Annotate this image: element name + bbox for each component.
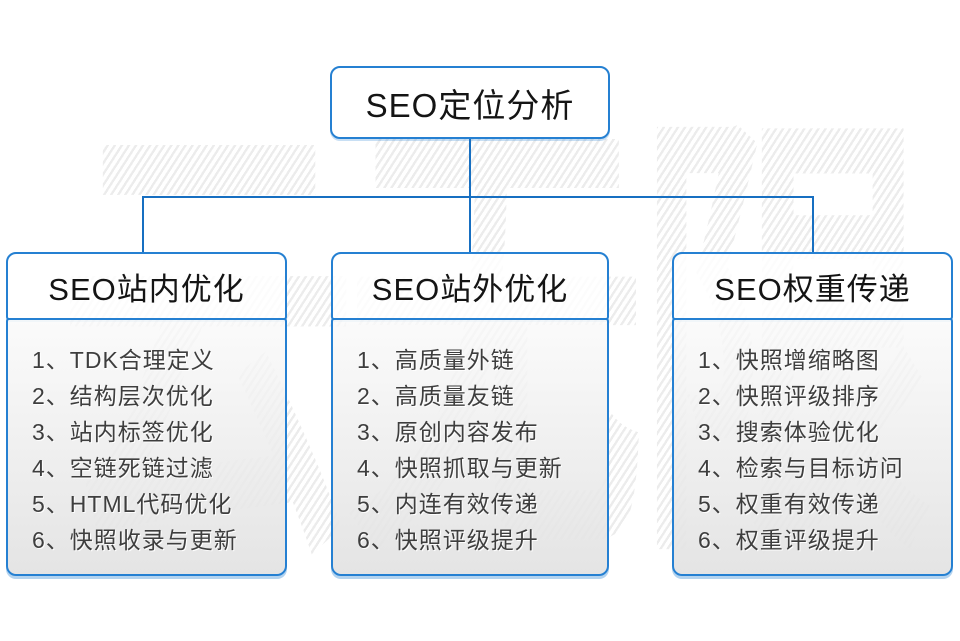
branch-item-list-weight: 1、快照增缩略图 2、快照评级排序 3、搜索体验优化 4、检索与目标访问 5、权重有效传… [672,318,953,576]
branch-title: SEO站内优化 [48,271,245,307]
branch-header-weight: SEO权重传递 [672,252,953,320]
list-item: 4、空链死链过滤 [32,455,214,481]
connector-right-drop-line [812,196,814,252]
branch-title: SEO权重传递 [714,271,911,307]
branch-header-onsite: SEO站内优化 [6,252,287,320]
branch-weight-transfer: SEO权重传递 1、快照增缩略图 2、快照评级排序 3、搜索体验优化 4、检索与目标访… [672,252,953,576]
branch-header-offsite: SEO站外优化 [331,252,609,320]
branch-item-list-offsite: 1、高质量外链 2、高质量友链 3、原创内容发布 4、快照抓取与更新 5、内连有效传递 6… [331,318,609,576]
connector-horizontal-line [142,196,814,198]
list-item: 5、内连有效传递 [357,491,539,517]
list-item: 4、检索与目标访问 [698,455,904,481]
list-item: 3、搜索体验优化 [698,419,880,445]
list-item: 1、快照增缩略图 [698,347,880,373]
list-item: 1、高质量外链 [357,347,515,373]
list-item: 4、快照抓取与更新 [357,455,563,481]
list-item: 3、站内标签优化 [32,419,214,445]
list-item: 2、高质量友链 [357,383,515,409]
list-item: 1、TDK合理定义 [32,347,215,373]
connector-middle-drop-line [469,196,471,254]
list-item: 6、快照收录与更新 [32,527,238,553]
list-item: 5、HTML代码优化 [32,491,233,517]
connector-left-drop-line [142,196,144,254]
branch-title: SEO站外优化 [371,271,569,307]
branch-offsite-optimization: SEO站外优化 1、高质量外链 2、高质量友链 3、原创内容发布 4、快照抓取与更新 5… [331,252,609,576]
root-node-seo-positioning-analysis: SEO定位分析 [330,66,610,139]
list-item: 6、快照评级提升 [357,527,539,553]
root-node-label: SEO定位分析 [365,86,575,124]
branch-item-list-onsite: 1、TDK合理定义 2、结构层次优化 3、站内标签优化 4、空链死链过滤 5、HTML代… [6,318,287,576]
list-item: 2、结构层次优化 [32,383,214,409]
connector-root-drop-line [469,139,471,197]
list-item: 6、权重评级提升 [698,527,880,553]
list-item: 2、快照评级排序 [698,383,880,409]
list-item: 3、原创内容发布 [357,419,539,445]
branch-onsite-optimization: SEO站内优化 1、TDK合理定义 2、结构层次优化 3、站内标签优化 4、空链死链过… [6,252,287,576]
list-item: 5、权重有效传递 [698,491,880,517]
